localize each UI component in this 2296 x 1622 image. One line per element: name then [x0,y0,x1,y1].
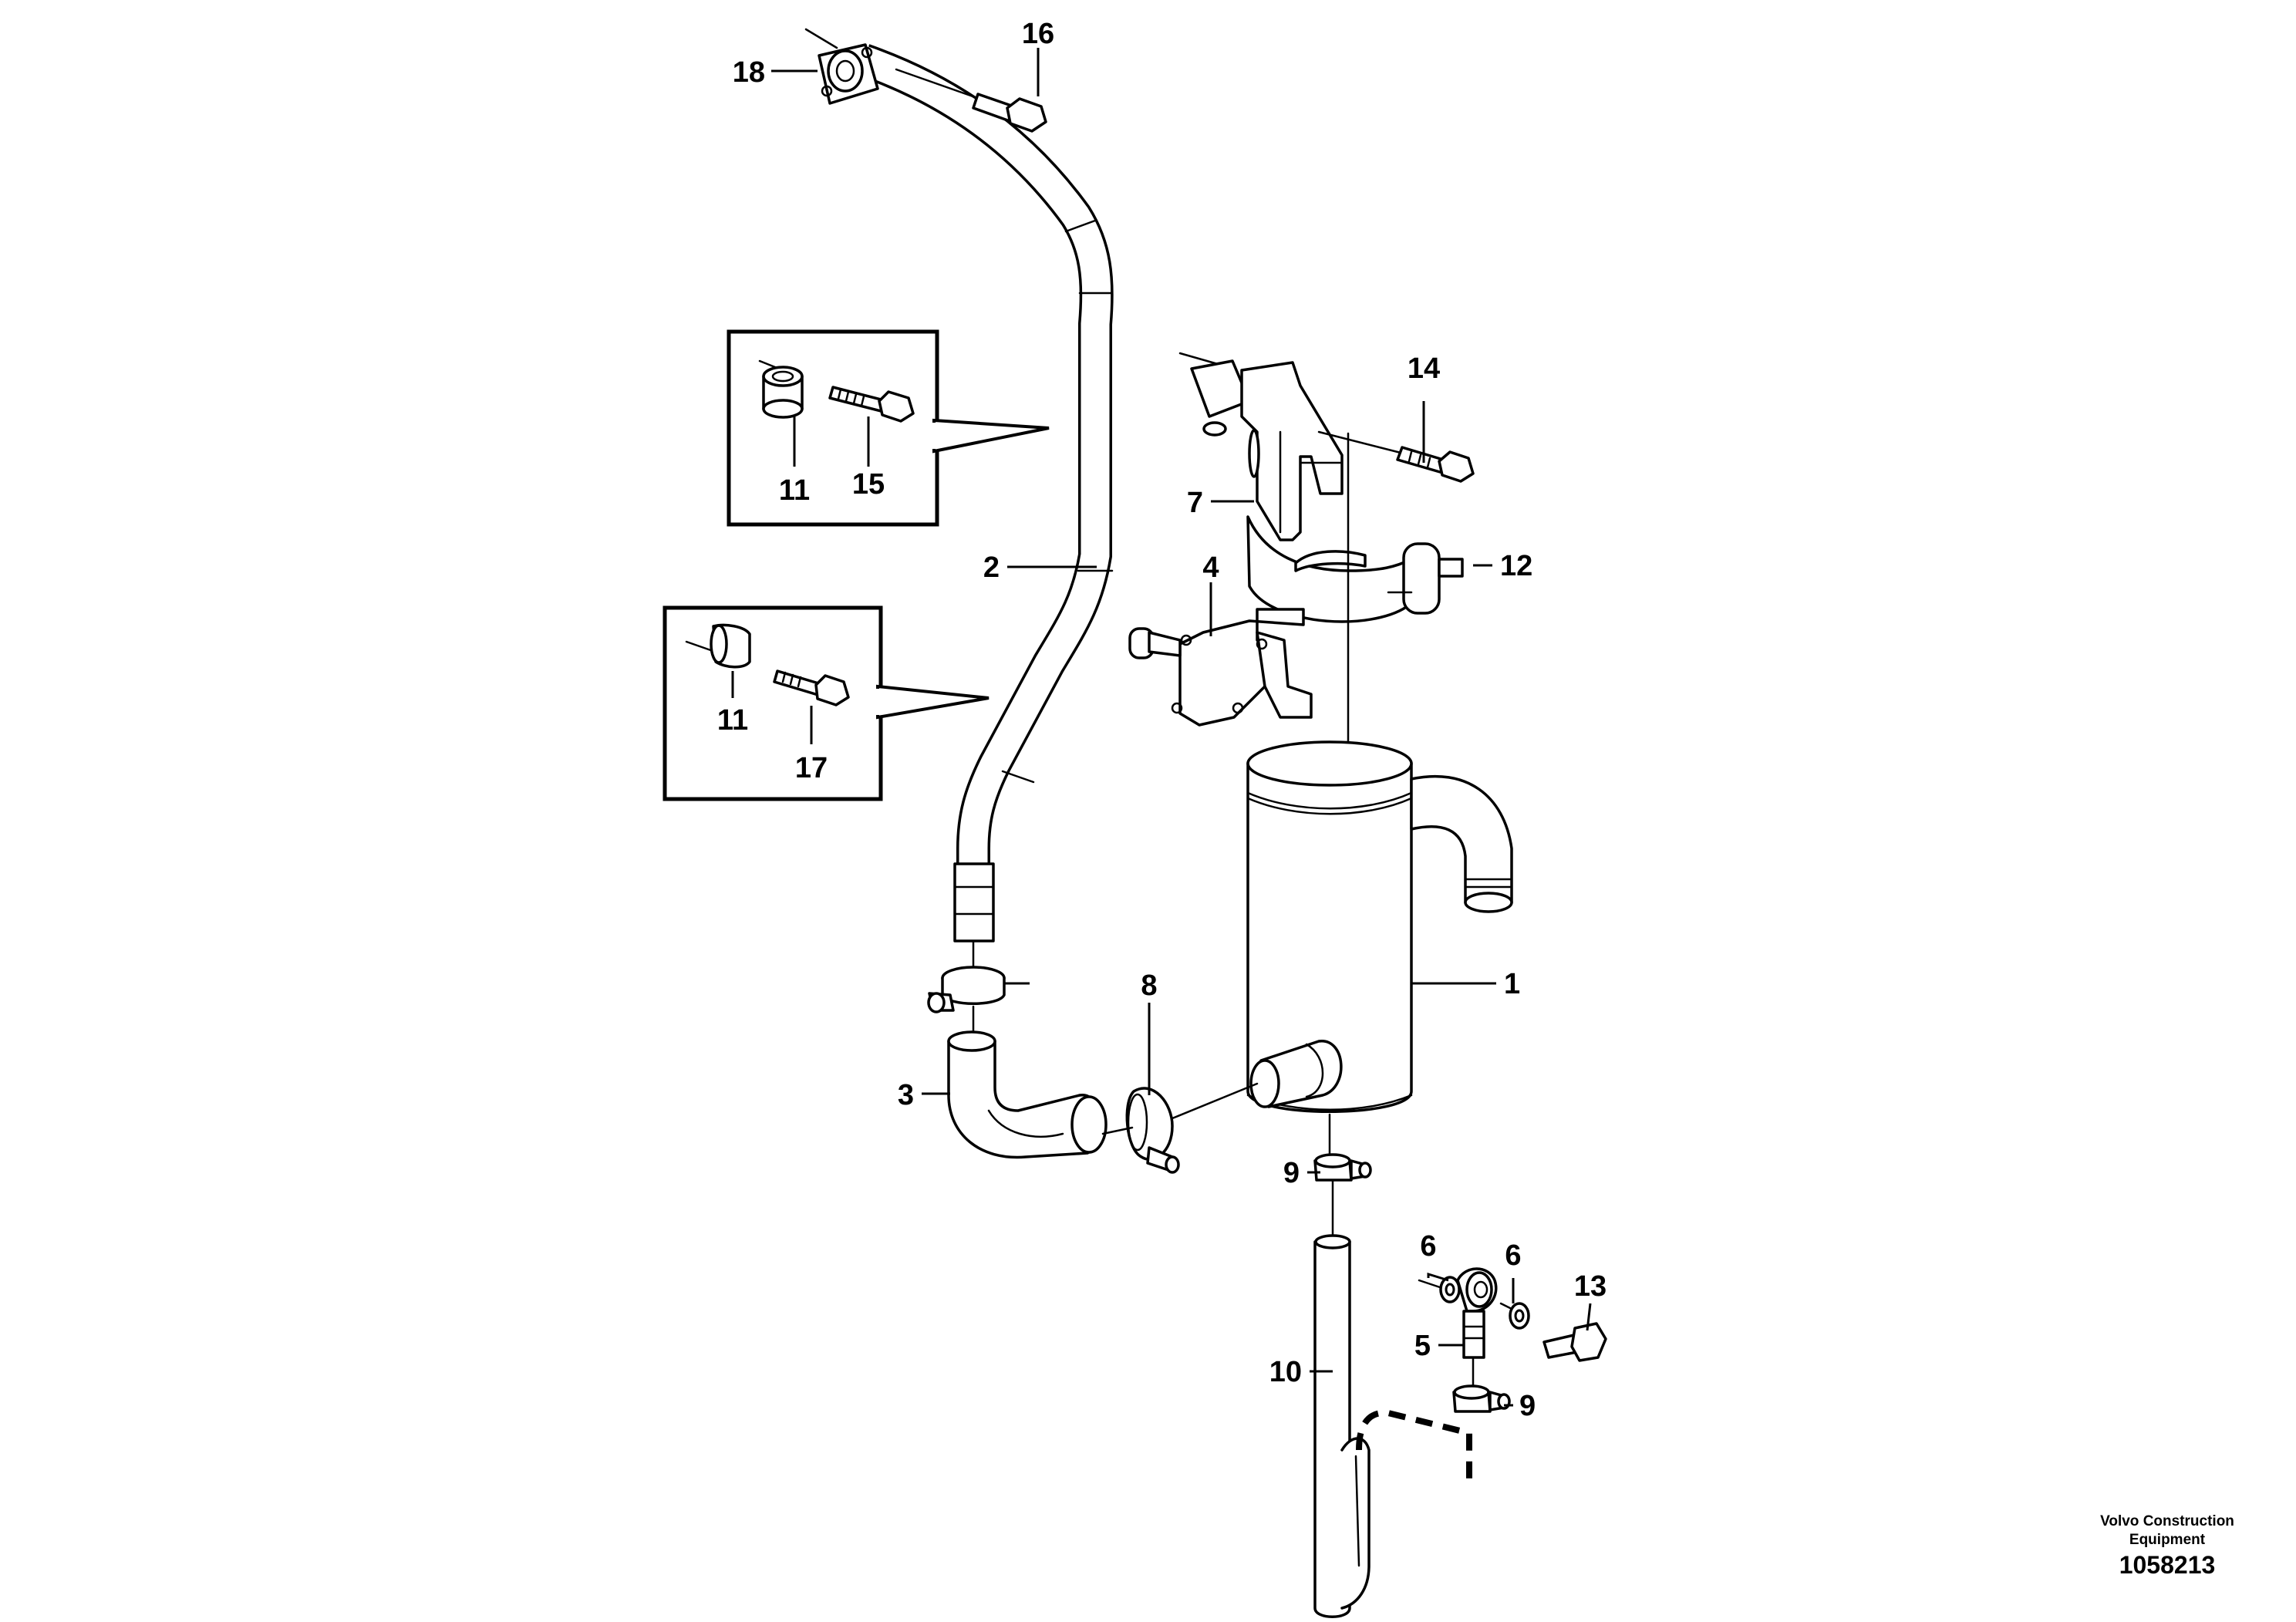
callout-4: 4 [1202,551,1219,584]
callout-13: 13 [1574,1270,1607,1303]
callout-11-top: 11 [779,474,810,507]
callout-6-left: 6 [1420,1230,1436,1263]
drain-line [1313,1153,1607,1618]
brand-line-1: Volvo Construction [2100,1513,2234,1529]
callout-11-bottom: 11 [717,704,748,737]
callout-labels: 16 18 11 15 2 11 17 14 7 4 12 1 8 3 9 6 … [717,18,1607,1422]
callout-15: 15 [852,468,885,501]
callout-14: 14 [1408,352,1440,385]
callout-3: 3 [898,1079,914,1111]
pipe-assembly [804,28,1114,943]
bracket-assembly [1128,352,1475,748]
callout-10: 10 [1269,1356,1302,1388]
callout-5: 5 [1414,1330,1431,1362]
pipe-end-sleeve [953,862,995,943]
callout-8: 8 [1141,969,1157,1002]
leader-lines [731,48,1592,1407]
callout-18: 18 [733,56,765,89]
figure-number: 1058213 [2119,1551,2216,1579]
inset-box-bottom [663,605,883,801]
callout-7: 7 [1187,487,1203,519]
brand-line-2: Equipment [2129,1532,2206,1548]
hose-and-clamps [927,941,1259,1174]
bolt-16 [895,68,1047,133]
callout-17: 17 [795,752,828,784]
callout-16: 16 [1022,18,1054,50]
callout-9-bottom: 9 [1519,1390,1536,1422]
inset-box-top [727,329,939,527]
callout-6-right: 6 [1505,1239,1521,1272]
callout-1: 1 [1504,968,1520,1000]
inset-detail-bottom [663,605,990,801]
pipe-body [858,46,1111,926]
callout-12: 12 [1500,550,1532,582]
figure-footer: Volvo Construction Equipment 1058213 [2100,1513,2234,1579]
separator-canister [1246,740,1513,1239]
callout-9-top: 9 [1283,1157,1300,1189]
inset-detail-top [727,329,1050,527]
callout-2: 2 [983,551,1000,584]
